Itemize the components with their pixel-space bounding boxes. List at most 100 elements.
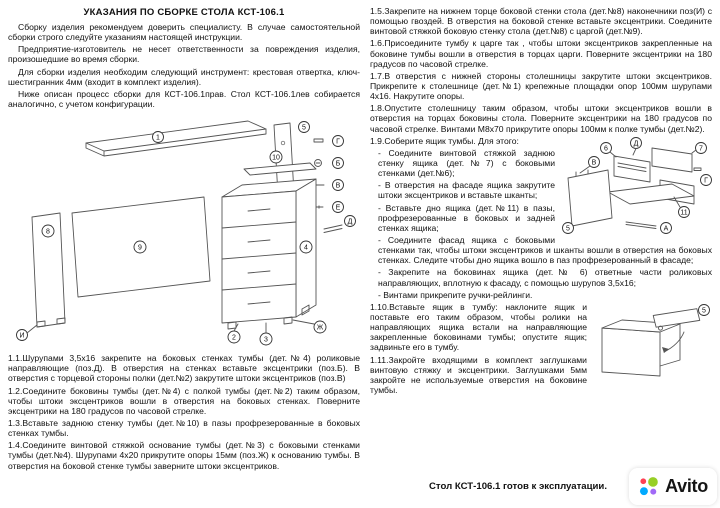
step-number: 1.7. bbox=[370, 70, 385, 81]
step-item: 1.4.Соедините винтовой стяжкой основание… bbox=[8, 440, 360, 470]
svg-text:10: 10 bbox=[272, 155, 280, 162]
step-number: 1.5. bbox=[370, 6, 385, 16]
bullet-item: - Винтами прикрепите ручки-рейлинги. bbox=[378, 289, 533, 300]
step-item: 7 6 Д Г 11 В 5 bbox=[370, 136, 712, 302]
svg-text:1: 1 bbox=[156, 135, 160, 142]
bullet-item: - Соедините винтовой стяжкой заднюю стен… bbox=[378, 147, 555, 179]
part-label-drawer-rail: А bbox=[660, 221, 672, 234]
tilted-drawer bbox=[652, 308, 701, 331]
bullet-item: - Соедините фасад ящика с боковыми стенк… bbox=[378, 234, 712, 266]
roller-guide-icon bbox=[323, 224, 343, 234]
page-title: УКАЗАНИЯ ПО СБОРКЕ СТОЛА КСТ-106.1 bbox=[83, 7, 285, 18]
right-column: 1.5.Закрепите на нижнем торце боковой ст… bbox=[370, 6, 714, 508]
step-text: Закройте входящими в комплект заглушками… bbox=[370, 354, 587, 395]
part-label-screw: Е bbox=[332, 201, 344, 214]
svg-text:3: 3 bbox=[264, 337, 268, 344]
part-label-feet: Ж bbox=[313, 320, 327, 334]
part-label-dowel: Г bbox=[332, 135, 344, 148]
final-line: Стол КСТ-106.1 готов к эксплуатации. bbox=[429, 481, 607, 492]
step-number: 1.1. bbox=[8, 353, 23, 364]
bullet-item: - Закрепите на боковинах ящика (дет.№ 6)… bbox=[378, 267, 712, 288]
step-number: 1.4. bbox=[8, 440, 23, 451]
avito-watermark: Avito bbox=[629, 468, 717, 505]
part-label-front-strip: 5 bbox=[298, 121, 310, 134]
step-item: 5 1.10.Вставьте ящик в тумбу: наклоните … bbox=[370, 302, 712, 397]
svg-text:5: 5 bbox=[702, 307, 706, 314]
svg-text:Д: Д bbox=[348, 219, 353, 226]
svg-text:Г: Г bbox=[704, 177, 708, 184]
avito-logo-dots-icon bbox=[640, 476, 658, 495]
part-label-side-panel: 8 bbox=[41, 224, 55, 238]
step-text: Шурупами 3,5х16 закрепите на боковых сте… bbox=[8, 353, 360, 384]
step-text: Соберите ящик тумбы. Для этого: bbox=[384, 135, 519, 146]
desktop-panel bbox=[85, 120, 267, 157]
step-item: 1.1.Шурупами 3,5х16 закрепите на боковых… bbox=[8, 353, 360, 383]
svg-text:9: 9 bbox=[138, 245, 142, 252]
step-text: Опустите столешницу таким образом, чтобы… bbox=[370, 103, 712, 134]
part-label-base: 3 bbox=[259, 332, 273, 346]
drawer-side-panel bbox=[613, 155, 651, 183]
step-text: Присоедините тумбу к царге так , чтобы ш… bbox=[370, 38, 712, 69]
step-number: 1.11. bbox=[370, 354, 389, 365]
part-label-shelf: 2 bbox=[227, 330, 241, 344]
bullet-item: - Вставьте дно ящика (дет.№11) в пазы, п… bbox=[378, 202, 555, 233]
svg-text:Д: Д bbox=[634, 140, 639, 147]
step-number: 1.6. bbox=[370, 38, 385, 49]
svg-text:5: 5 bbox=[302, 125, 306, 132]
step-item: 1.9.Соберите ящик тумбы. Для этого: bbox=[370, 136, 712, 146]
svg-text:А: А bbox=[664, 225, 669, 232]
svg-text:7: 7 bbox=[699, 145, 703, 152]
drawer-assembly-diagram: 7 6 Д Г 11 В 5 bbox=[562, 136, 712, 234]
part-label-drawer-back: 7 bbox=[695, 141, 707, 154]
drawer-back-panel bbox=[651, 147, 693, 173]
dowel-icon bbox=[693, 167, 702, 171]
drawer-bottom-panel bbox=[607, 183, 695, 205]
step-item: 1.10.Вставьте ящик в тумбу: наклоните ящ… bbox=[370, 302, 712, 353]
part-label-cabinet-side: 4 bbox=[299, 240, 313, 254]
step-number: 1.2. bbox=[8, 385, 23, 396]
svg-text:2: 2 bbox=[232, 335, 236, 342]
cabinet-outline bbox=[601, 319, 681, 377]
part-label-guide: Д bbox=[344, 215, 356, 228]
step-text: Соедините винтовой стяжкой основание тум… bbox=[8, 440, 360, 471]
step-number: 1.10. bbox=[370, 301, 390, 312]
part-label-back-wall: 10 bbox=[269, 150, 283, 164]
step-number: 1.3. bbox=[8, 417, 23, 428]
back-panel bbox=[243, 162, 317, 176]
drawer-insert-diagram: 5 bbox=[601, 303, 710, 377]
part-label-eccentric: Б bbox=[332, 157, 344, 170]
svg-text:В: В bbox=[592, 159, 597, 166]
step-text: Соедините боковины тумбы (дет.№4) с полк… bbox=[8, 385, 360, 416]
bullet-item: - В отверстия на фасаде ящика закрутите … bbox=[378, 180, 555, 201]
intro-paragraph: Ниже описан процесс сборки для КСТ-106.1… bbox=[8, 88, 360, 109]
motion-arrowhead bbox=[662, 346, 669, 353]
intro-paragraph: Для сборки изделия необходим следующий и… bbox=[8, 66, 360, 87]
step-number: 1.8. bbox=[370, 103, 385, 114]
cabinet bbox=[221, 178, 317, 330]
step-item: 1.8.Опустите столешницу таким образом, ч… bbox=[370, 103, 712, 133]
part-label-bolt: В bbox=[332, 179, 344, 192]
step-text: Закрепите на нижнем торце боковой стенки… bbox=[370, 6, 712, 37]
intro-paragraph: Сборку изделия рекомендуем доверить спец… bbox=[8, 22, 360, 43]
part-label-drawer-dowel: Г bbox=[700, 173, 712, 186]
part-label-drawer-ecc: В bbox=[588, 155, 600, 168]
part-label-drawer-bottom: 11 bbox=[678, 205, 690, 218]
step-item: 1.6.Присоедините тумбу к царге так , что… bbox=[370, 38, 712, 68]
step-text: Вставьте ящик в тумбу: наклоните ящик и … bbox=[370, 301, 587, 353]
handle-rail-icon bbox=[625, 221, 657, 229]
part-label-tip: И bbox=[16, 329, 28, 342]
svg-text:5: 5 bbox=[566, 225, 570, 232]
svg-text:8: 8 bbox=[46, 229, 50, 236]
dowel-icon bbox=[313, 138, 324, 143]
avito-brand-text: Avito bbox=[665, 476, 708, 496]
part-label-drawer-guide: Д bbox=[630, 136, 642, 149]
svg-text:В: В bbox=[336, 183, 341, 190]
step-text: В отверстия с нижней стороны столешницы … bbox=[370, 70, 712, 102]
svg-text:6: 6 bbox=[604, 145, 608, 152]
eccentric-icon bbox=[314, 159, 322, 168]
step-item: 1.5.Закрепите на нижнем торце боковой ст… bbox=[370, 6, 712, 36]
svg-text:Б: Б bbox=[336, 161, 341, 168]
intro-paragraph: Предприятие-изготовитель не несет ответс… bbox=[8, 44, 360, 65]
